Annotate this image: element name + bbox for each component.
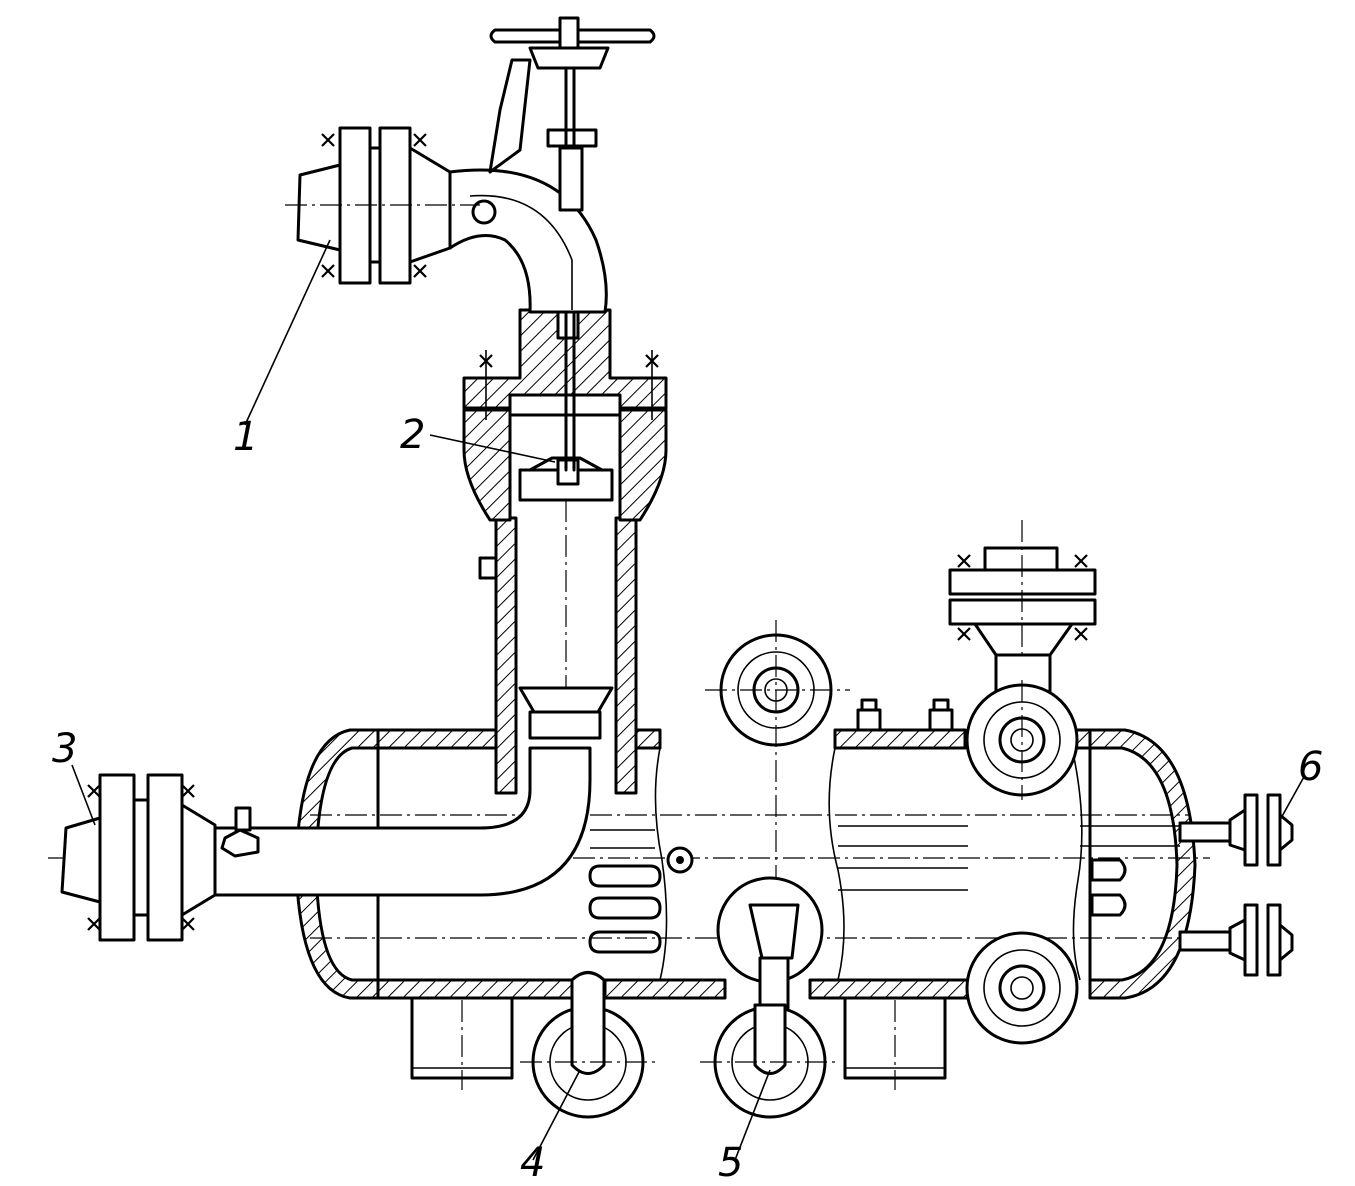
- outlet-pipes-6: [1178, 793, 1294, 977]
- callout-3: 3: [52, 726, 77, 772]
- nozzle-top-center: [705, 620, 850, 1000]
- valve-body-2: [462, 58, 668, 522]
- horizontal-vessel: [48, 728, 1210, 1000]
- nozzle-right-lower: [965, 931, 1079, 1045]
- drain-nozzle-5: [700, 1003, 840, 1119]
- top-fittings: [856, 698, 954, 732]
- vessel-shell-bottom-right: [808, 978, 972, 1000]
- vessel-shell-top-left: [376, 728, 500, 750]
- callout-2: 2: [400, 412, 425, 458]
- vessel-shell-bottom-mid: [603, 978, 727, 1000]
- callout-5: 5: [718, 1140, 743, 1186]
- inlet-pipe-3: [60, 746, 592, 942]
- top-inlet-pipe-1: [285, 126, 608, 314]
- vessel-shell-top-mid: [634, 728, 662, 750]
- callout-4: 4: [520, 1140, 545, 1186]
- vessel-shell-bottom-left: [376, 978, 575, 1000]
- callout-6: 6: [1298, 744, 1323, 790]
- supports: [410, 996, 947, 1090]
- riser-column: [478, 290, 638, 795]
- vessel-shell-top-right: [833, 728, 967, 750]
- callout-labels: 1 2 3 4 5 6: [52, 412, 1323, 1186]
- outlet-nozzle: [948, 520, 1097, 697]
- leader-lines: [71, 239, 1306, 1161]
- drain-nozzle-4: [520, 971, 655, 1119]
- callout-1: 1: [233, 414, 258, 460]
- vessel-right-head: [1088, 728, 1197, 1000]
- nozzle-mid-center: [716, 876, 824, 1010]
- nozzle-right-upper: [965, 680, 1079, 800]
- handwheel: [488, 16, 656, 212]
